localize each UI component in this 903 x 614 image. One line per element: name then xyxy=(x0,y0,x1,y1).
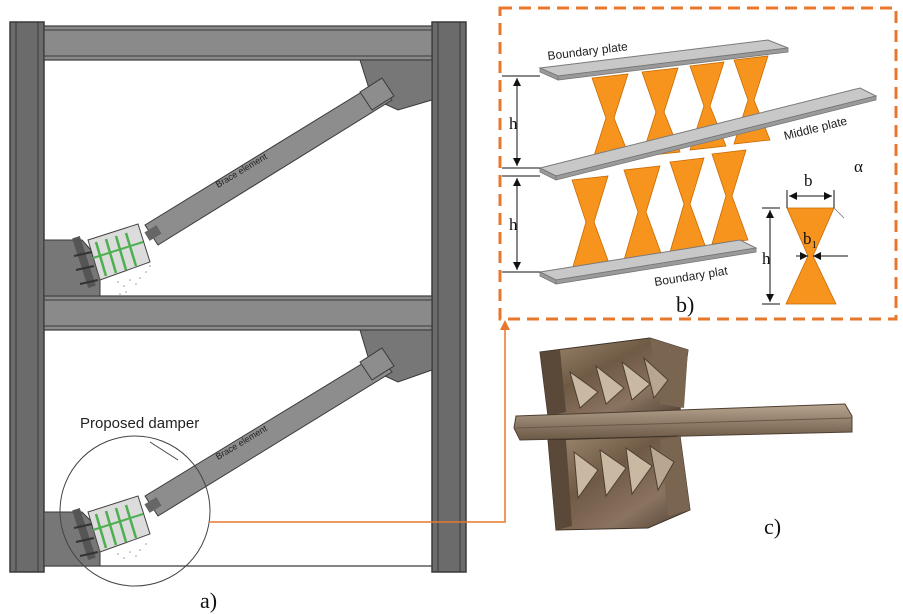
lower-hourglass-1 xyxy=(571,175,611,271)
upper-hourglass-2 xyxy=(641,67,681,157)
dim-b1: b1 xyxy=(803,229,817,251)
dim-h-lower: h xyxy=(509,215,518,234)
lower-brace xyxy=(144,353,393,517)
braced-frame: Brace element Brace element xyxy=(9,21,467,613)
boundary-plate-bottom-label: Boundary plat xyxy=(653,263,729,289)
lower-hourglass-4 xyxy=(711,149,749,245)
damper-photo: c) xyxy=(513,337,853,539)
dim-b: b xyxy=(804,171,813,190)
damper-callout-circle xyxy=(59,435,211,587)
connector-line xyxy=(210,322,506,523)
dim-h-upper: h xyxy=(509,114,518,133)
left-column xyxy=(9,21,45,573)
damper-schematic: Boundary plate Middle plate Boundary pla… xyxy=(502,39,878,317)
lower-hourglass-3 xyxy=(669,157,707,253)
detail-callout-box xyxy=(498,6,898,321)
lower-hourglass-2 xyxy=(623,165,663,261)
right-column xyxy=(431,21,467,573)
upper-brace xyxy=(144,81,393,246)
top-beam xyxy=(43,25,433,61)
part-b-label: b) xyxy=(676,292,694,317)
upper-damper xyxy=(72,223,162,295)
middle-beam xyxy=(43,295,433,331)
dim-h-detail: h xyxy=(762,249,771,268)
part-c-label: c) xyxy=(764,514,781,539)
proposed-damper-label: Proposed damper xyxy=(80,415,199,432)
alpha-label: α xyxy=(854,157,863,176)
lower-damper xyxy=(72,495,162,560)
part-a-label: a) xyxy=(200,588,217,613)
